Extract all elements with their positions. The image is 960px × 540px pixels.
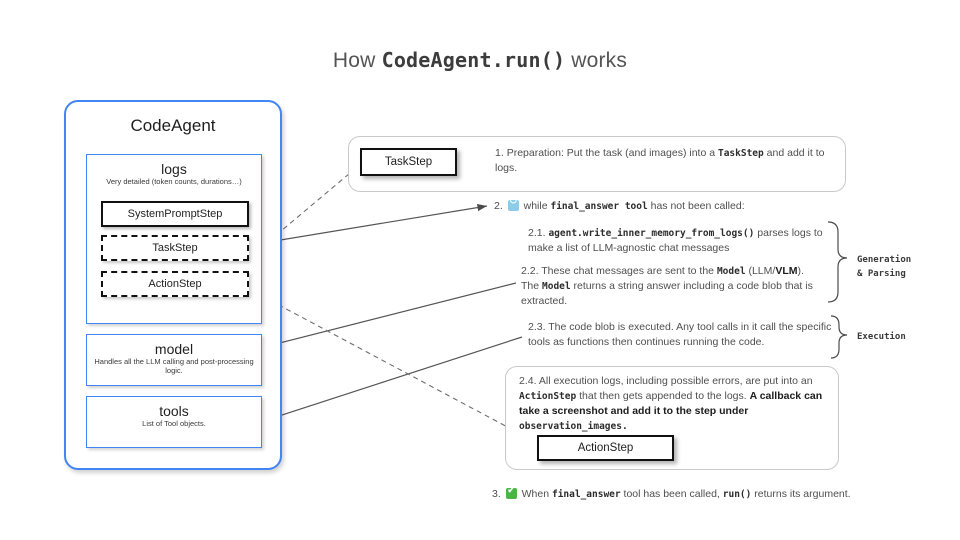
group-label-execution: Execution [857, 332, 906, 342]
tools-box: tools List of Tool objects. [86, 396, 262, 448]
step1-number: 1. [495, 147, 504, 159]
tools-subtitle: List of Tool objects. [142, 419, 206, 428]
step21-code-a: agent.write_inner_memory_from_logs() [548, 228, 755, 239]
step24-actionstep-chip[interactable]: ActionStep [537, 435, 674, 461]
step3-text-a: When [521, 488, 552, 500]
step1-text: 1. Preparation: Put the task (and images… [495, 146, 835, 176]
step24-text-a: All execution logs, including possible e… [538, 375, 813, 387]
log-item-systempromptstep[interactable]: SystemPromptStep [101, 201, 249, 227]
step2-code-a: final_answer tool [550, 201, 648, 212]
step3-text-b: tool has been called, [620, 488, 723, 500]
step23-text-a: The code blob is executed. Any tool call… [528, 321, 832, 348]
step24-bold-a: A callback can take a screenshot and add… [519, 389, 823, 417]
step21-text-a: parses logs to make a list of LLM-agnost… [528, 227, 823, 254]
step2-text-b: has not been called: [647, 200, 745, 212]
tools-title: tools [159, 403, 189, 419]
step2-text-a: while [523, 200, 551, 212]
logs-box: logs Very detailed (token counts, durati… [86, 154, 262, 324]
step3-code-a: final_answer [551, 489, 621, 500]
step3-text-c: returns its argument. [751, 488, 851, 500]
step24-code-b: observation_images. [519, 420, 628, 432]
step1-taskstep-chip[interactable]: TaskStep [360, 148, 457, 176]
step21-text: 2.1. agent.write_inner_memory_from_logs(… [528, 226, 828, 256]
model-box: model Handles all the LLM calling and po… [86, 334, 262, 386]
step24-text-b: that then gets appended to the logs. [576, 389, 750, 402]
step21-number: 2.1. [528, 227, 546, 239]
step24-text: 2.4. All execution logs, including possi… [519, 374, 831, 434]
step23-text: 2.3. The code blob is executed. Any tool… [528, 320, 838, 350]
step24-code-a: ActionStep [519, 390, 577, 402]
step22-text-b: (LLM/ [745, 265, 776, 277]
step22-text: 2.2. These chat messages are sent to the… [521, 264, 821, 309]
codeagent-title: CodeAgent [130, 116, 216, 135]
step22-text-a: These chat messages are sent to the [541, 265, 717, 277]
group-label-generation: Generation & Parsing [857, 254, 911, 281]
step22-text-c: ). The [521, 265, 804, 292]
step24-number: 2.4. [519, 375, 537, 387]
step2-text: 2. while final_answer tool has not been … [494, 196, 854, 214]
step23-number: 2.3. [528, 321, 546, 333]
step22-code-b: Model [542, 280, 571, 292]
logs-subtitle: Very detailed (token counts, durations…) [106, 177, 242, 186]
model-subtitle: Handles all the LLM calling and post-pro… [94, 357, 254, 376]
step22-code-a: Model [716, 266, 746, 277]
connector-actionstep-to-logs [246, 287, 514, 431]
step3-text: 3. When final_answer tool has been calle… [492, 485, 922, 502]
brace-generation [827, 221, 848, 303]
step22-number: 2.2. [521, 265, 539, 277]
step1-text-b: and add it to logs. [495, 147, 825, 174]
codeagent-panel: CodeAgent logs Very detailed (token coun… [64, 100, 282, 470]
step1-text-a: Preparation: Put the task (and images) i… [506, 147, 718, 159]
group-label-generation-line2: & Parsing [857, 268, 906, 279]
step3-number: 3. [492, 488, 501, 500]
title-suffix: works [565, 49, 628, 72]
step22-bold-a: VLM [775, 265, 798, 277]
step22-text-d: returns a string answer including a code… [521, 279, 813, 307]
title-code: CodeAgent.run() [381, 48, 566, 72]
step1-code-a: TaskStep [717, 148, 764, 159]
loop-icon [507, 196, 519, 211]
group-label-generation-line1: Generation [857, 255, 912, 265]
check-icon [505, 485, 517, 499]
step2-number: 2. [494, 200, 503, 212]
log-item-taskstep[interactable]: TaskStep [101, 235, 249, 261]
log-item-actionstep[interactable]: ActionStep [101, 271, 249, 297]
step3-code-b: run() [722, 489, 752, 500]
logs-title: logs [161, 161, 187, 177]
model-title: model [154, 341, 194, 357]
title-prefix: How [332, 49, 382, 72]
page-title: How CodeAgent.run() works [0, 48, 960, 73]
